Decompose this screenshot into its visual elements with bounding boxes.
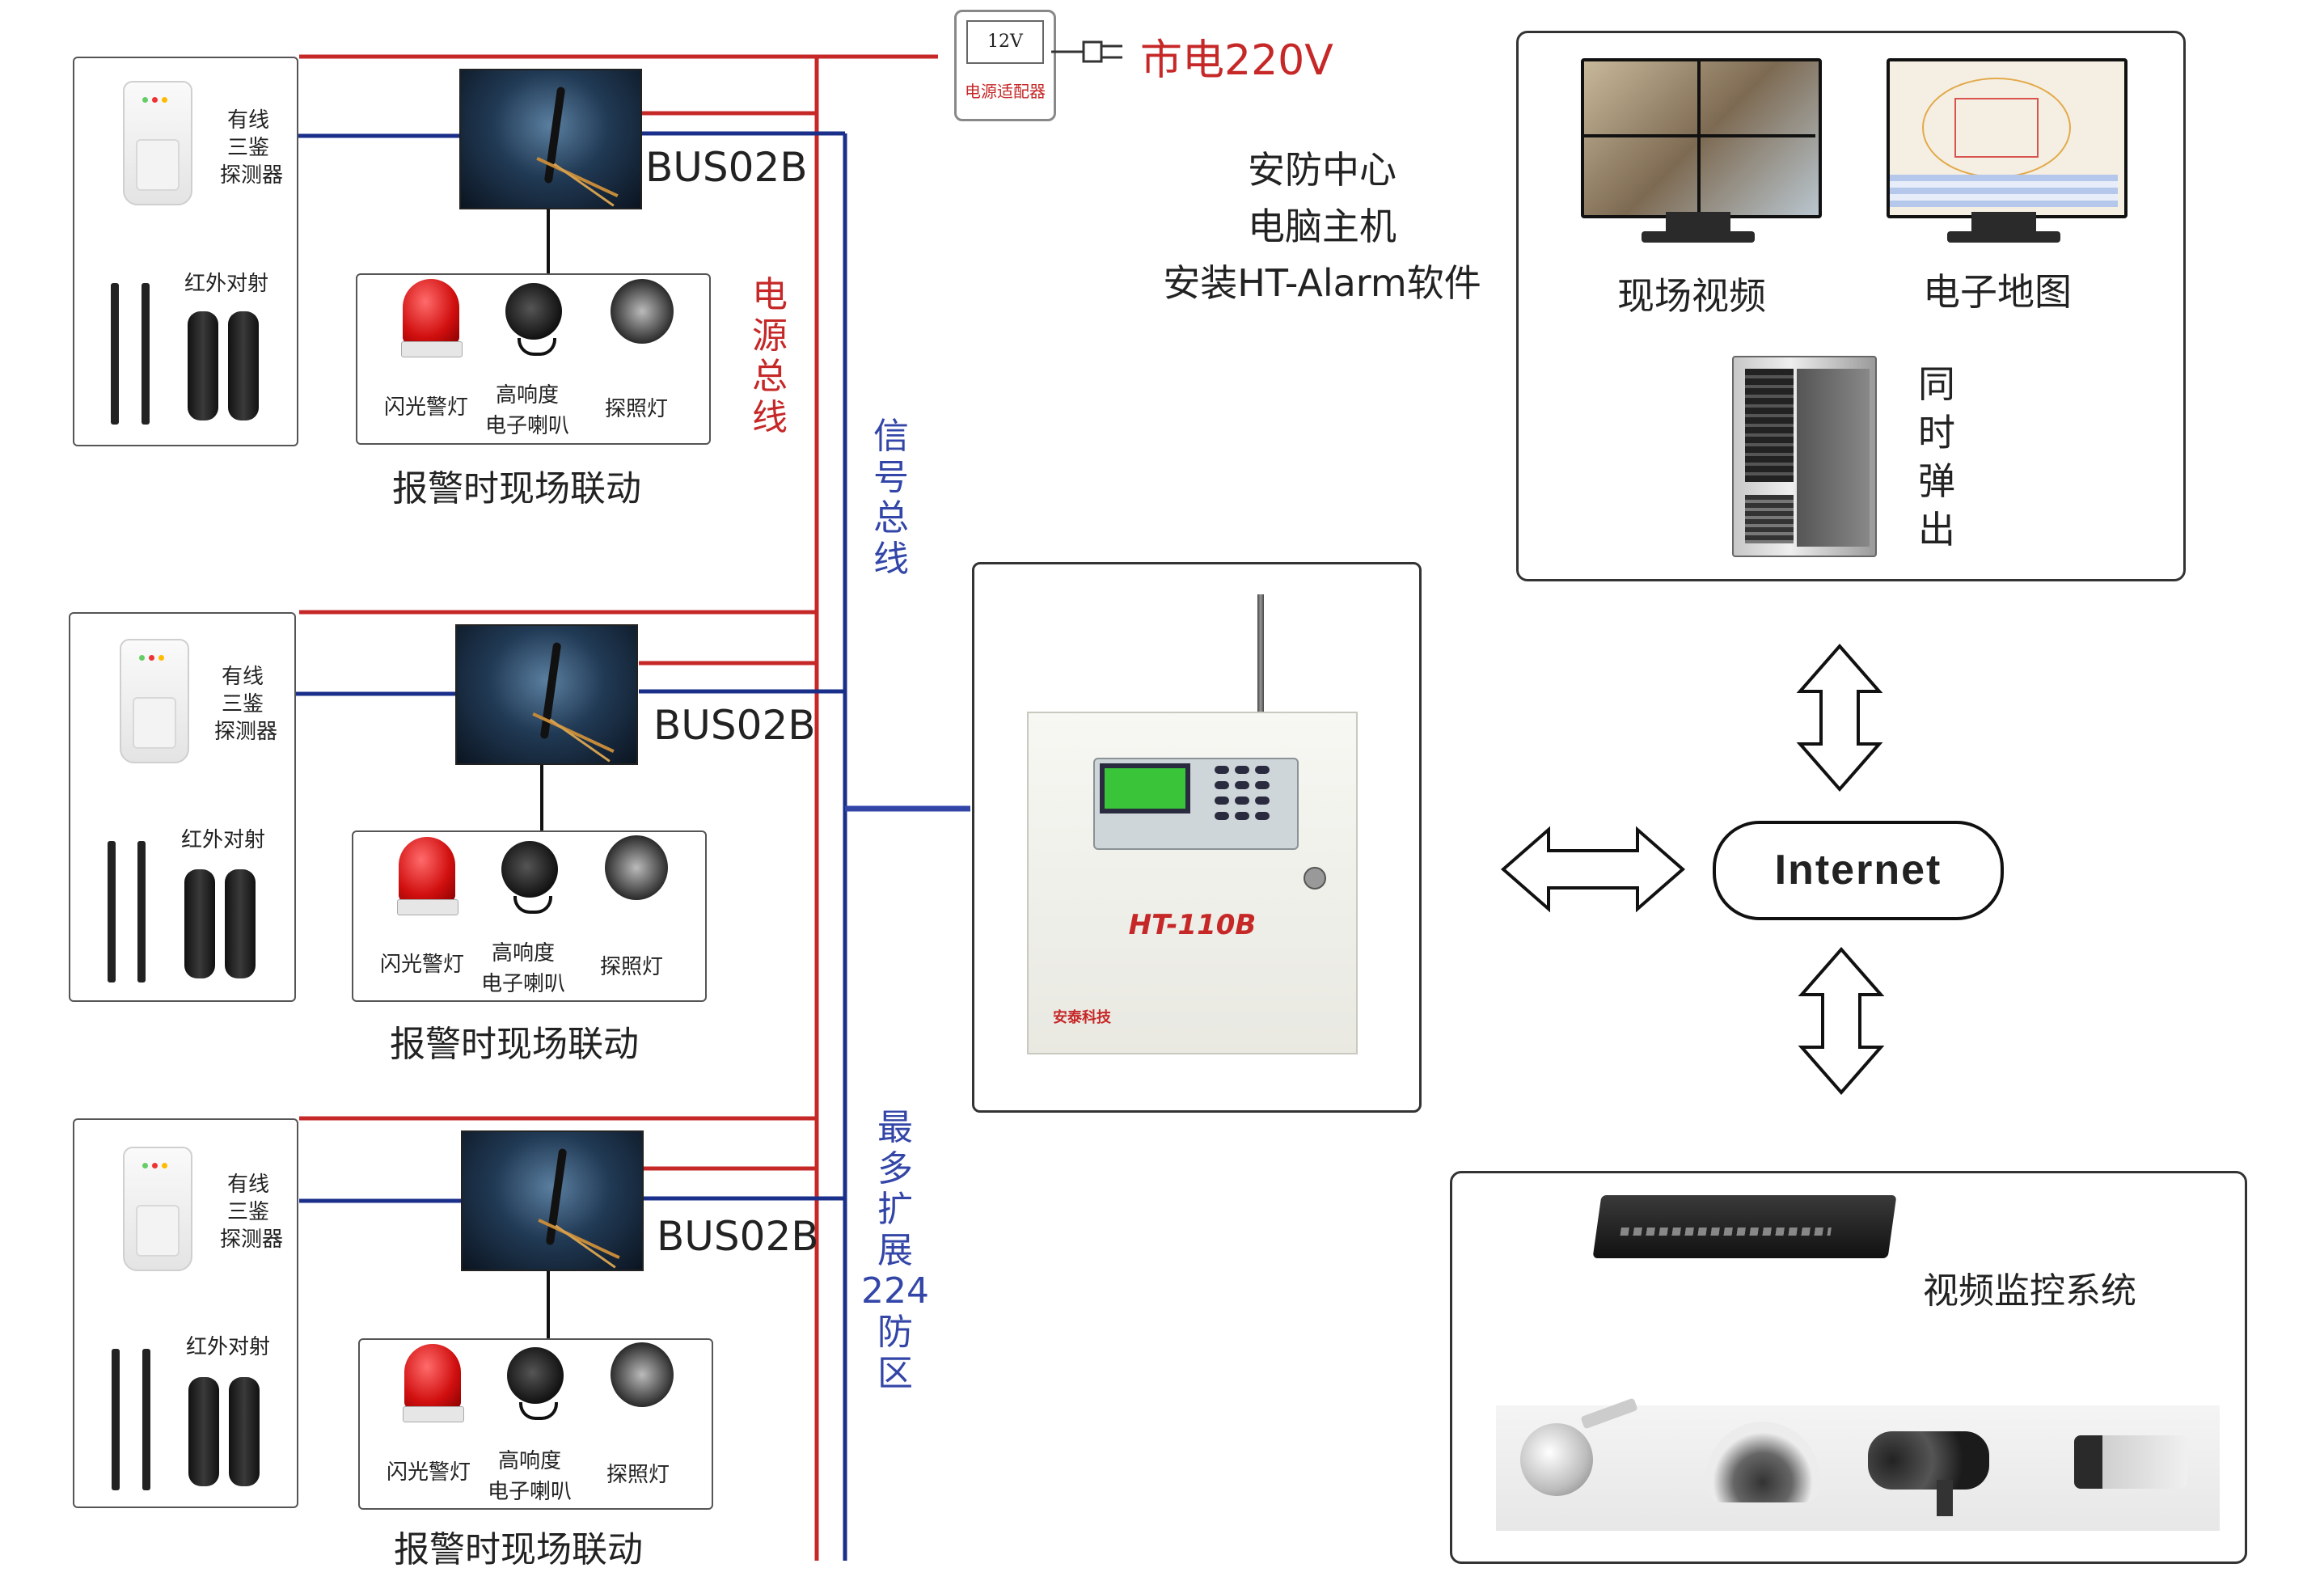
ptz-dome-camera-icon: [1520, 1423, 1593, 1496]
beam-head-icon: [225, 869, 256, 978]
bus02b-label: BUS02B: [653, 702, 816, 749]
beam-pole-icon: [142, 283, 150, 425]
pir-detector-icon: [120, 639, 189, 763]
monitor-stand: [1971, 212, 2036, 233]
camera-bracket: [1937, 1480, 1953, 1516]
double-arrow-horizontal-icon: [1500, 826, 1686, 913]
mains-label: 市电220V: [1140, 36, 1333, 85]
pir-label: 有线三鉴探测器: [220, 108, 284, 188]
beam-pole-icon: [137, 841, 146, 982]
strobe-light-icon: [403, 279, 459, 344]
strobe-label: 闪光警灯: [380, 953, 465, 977]
power-bus-label: 电源总线: [752, 274, 788, 438]
beam-label: 红外对射: [181, 828, 266, 852]
strobe-light-icon: [404, 1344, 461, 1409]
beam-head-icon: [188, 311, 218, 420]
internet-node: Internet: [1713, 821, 2004, 920]
adapter-voltage: 12V: [966, 20, 1044, 64]
searchlight-label: 探照灯: [605, 397, 669, 421]
beam-head-icon: [228, 311, 259, 420]
box-camera-icon: [2074, 1435, 2187, 1489]
horn-label: 高响度电子喇叭: [488, 1449, 573, 1504]
panel-model-label: HT-110B: [1128, 909, 1257, 941]
map-monitor-icon: [1887, 58, 2128, 218]
strobe-label: 闪光警灯: [384, 395, 469, 420]
adapter-label: 电源适配器: [965, 82, 1046, 101]
double-arrow-vertical-top-icon: [1796, 643, 1883, 792]
bus02b-module-image: [461, 1130, 644, 1271]
pir-detector-icon: [123, 81, 192, 205]
pir-label: 有线三鉴探测器: [214, 665, 278, 744]
dvr-icon: [1592, 1195, 1897, 1258]
pc-tower-icon: [1732, 356, 1877, 557]
searchlight-icon: [605, 835, 668, 900]
strobe-base: [403, 1406, 464, 1422]
beam-head-icon: [188, 1377, 219, 1486]
video-grid: [1581, 58, 1815, 212]
monitor-base: [1947, 231, 2060, 243]
beam-head-icon: [184, 869, 215, 978]
monitor-stand: [1666, 212, 1730, 233]
beam-pole-icon: [112, 1349, 120, 1490]
searchlight-icon: [611, 279, 674, 344]
linkage-caption: 报警时现场联动: [392, 468, 641, 509]
horn-icon: [501, 841, 558, 898]
strobe-base: [397, 899, 458, 915]
power-bus-lines: [299, 54, 938, 1561]
linkage-caption: 报警时现场联动: [394, 1529, 643, 1570]
module-drop-lines: [540, 206, 550, 1338]
pir-label: 有线三鉴探测器: [220, 1173, 284, 1252]
beam-head-icon: [229, 1377, 260, 1486]
strobe-light-icon: [399, 837, 455, 902]
beam-label: 红外对射: [186, 1335, 271, 1359]
linkage-caption: 报警时现场联动: [390, 1024, 639, 1065]
bus02b-label: BUS02B: [645, 144, 808, 191]
monitor-base: [1642, 231, 1755, 243]
popup-label: 同时弹出: [1918, 362, 1955, 551]
horn-icon: [505, 283, 562, 340]
horn-icon: [507, 1347, 564, 1404]
strobe-label: 闪光警灯: [387, 1460, 471, 1485]
beam-label: 红外对射: [184, 272, 269, 296]
beam-pole-icon: [108, 841, 116, 982]
bus02b-module-image: [455, 624, 638, 765]
strobe-base: [401, 341, 463, 357]
bullet-camera-icon: [1868, 1431, 1989, 1490]
plug-icon: [1051, 40, 1122, 63]
panel-brand-label: 安泰科技: [1053, 1009, 1111, 1026]
signal-bus-label: 信号总线: [873, 416, 909, 580]
bus02b-module-image: [459, 69, 642, 209]
horn-label: 高响度电子喇叭: [485, 383, 570, 438]
alarm-panel-image: HT-110B 安泰科技: [1027, 712, 1358, 1054]
video-label: 现场视频: [1617, 274, 1766, 318]
vms-label: 视频监控系统: [1923, 1270, 2136, 1312]
bus02b-label: BUS02B: [657, 1213, 819, 1260]
beam-pole-icon: [111, 283, 119, 425]
map-label: 电子地图: [1923, 270, 2072, 314]
searchlight-label: 探照灯: [606, 1463, 670, 1487]
searchlight-label: 探照灯: [600, 955, 664, 979]
zone-1-sensor-box: [73, 57, 298, 446]
lcd-display: [1100, 763, 1190, 813]
horn-label: 高响度电子喇叭: [481, 941, 566, 996]
signal-bus-lines: [295, 131, 847, 1561]
host-description: 安防中心电脑主机安装HT-Alarm软件: [1163, 148, 1481, 305]
beam-pole-icon: [142, 1349, 150, 1490]
pir-detector-icon: [123, 1147, 192, 1271]
searchlight-icon: [611, 1342, 674, 1407]
antenna-icon: [1257, 594, 1264, 712]
power-adapter-icon: 12V 电源适配器: [954, 10, 1056, 121]
double-arrow-vertical-bottom-icon: [1798, 946, 1885, 1096]
